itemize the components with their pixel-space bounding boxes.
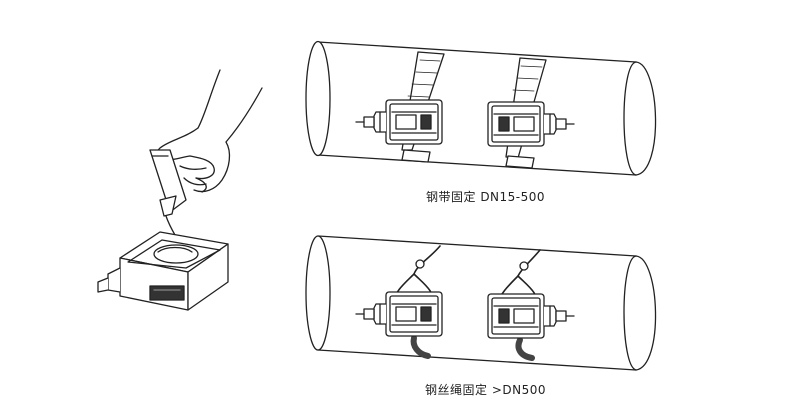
transducer-top-right bbox=[487, 101, 575, 147]
transducer-bottom-right bbox=[487, 293, 575, 339]
pipe-steel-wire bbox=[305, 235, 657, 371]
transducer-bottom-left bbox=[355, 291, 443, 337]
pipe-steel-band bbox=[305, 40, 657, 176]
steel-band-caption: 钢带固定 DN15-500 bbox=[426, 190, 546, 204]
transducer-top-left bbox=[355, 99, 443, 145]
steel-wire-caption: 钢丝绳固定 >DN500 bbox=[425, 383, 546, 397]
hand-applying-couplant-illustration bbox=[97, 69, 263, 311]
